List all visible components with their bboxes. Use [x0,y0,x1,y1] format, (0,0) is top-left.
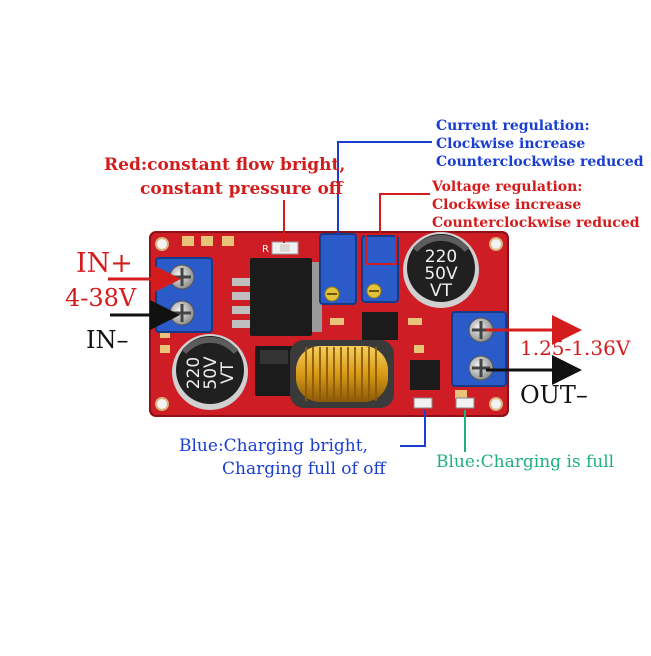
pad [201,236,213,246]
status-led-charging [413,397,433,409]
ic-tab [312,262,322,332]
ic-pin [232,278,250,286]
label-blue-full: Blue:Charging is full [436,452,615,472]
mount-hole [489,237,503,251]
pad [182,236,194,246]
mount-hole [155,397,169,411]
leader-blue-charging [400,410,426,447]
capacitor-markings: 220 50V VT 220 50V VT R [184,244,458,390]
cap-left-value: 220 [184,357,204,389]
label-current-ccw: Counterclockwise reduced [436,154,644,170]
label-red-led-line1: Red:constant flow bright, [104,155,346,175]
mount-hole [155,237,169,251]
label-out-range: 1.25-1.36V [520,336,631,360]
label-in-plus: IN+ [76,248,133,279]
capacitor-right [407,234,475,302]
label-blue-charging-line1: Blue:Charging bright, [179,436,368,456]
label-blue-charging-line2: Charging full of off [222,459,386,479]
pad [455,390,467,399]
smd-ic [362,312,398,340]
inductor [290,340,394,408]
status-led-full [455,397,475,409]
led-ref: R [262,244,269,255]
pad [160,345,170,353]
leader-current-pot [337,141,432,234]
smd-ic [410,360,440,390]
pcb-board [149,231,509,417]
ic-pin [232,306,250,314]
leader-lines [108,141,582,452]
label-current-cw: Clockwise increase [436,136,586,152]
label-voltage-title: Voltage regulation: [432,179,583,195]
label-red-led-line2: constant pressure off [140,179,343,199]
cap-right-voltage: 50V [424,264,458,284]
label-voltage-cw: Clockwise increase [432,197,582,213]
cap-right-series: VT [430,281,453,301]
ic-pin [232,292,250,300]
leader-voltage-pot [379,193,430,234]
label-out-minus: OUT– [520,381,588,409]
label-current-title: Current regulation: [436,118,590,134]
ic-pin [232,320,250,328]
label-voltage-ccw: Counterclockwise reduced [432,215,640,231]
voltage-pot-box [365,233,397,265]
cap-right-value: 220 [425,247,457,267]
cap-left-voltage: 50V [201,356,221,390]
cap-left-series: VT [218,361,238,384]
mount-hole [489,397,503,411]
pad [160,330,170,338]
regulator-ic [250,258,312,336]
capacitor-left [176,336,244,404]
label-in-range: 4-38V [65,284,137,312]
label-in-minus: IN– [86,326,129,354]
pad [222,236,234,246]
